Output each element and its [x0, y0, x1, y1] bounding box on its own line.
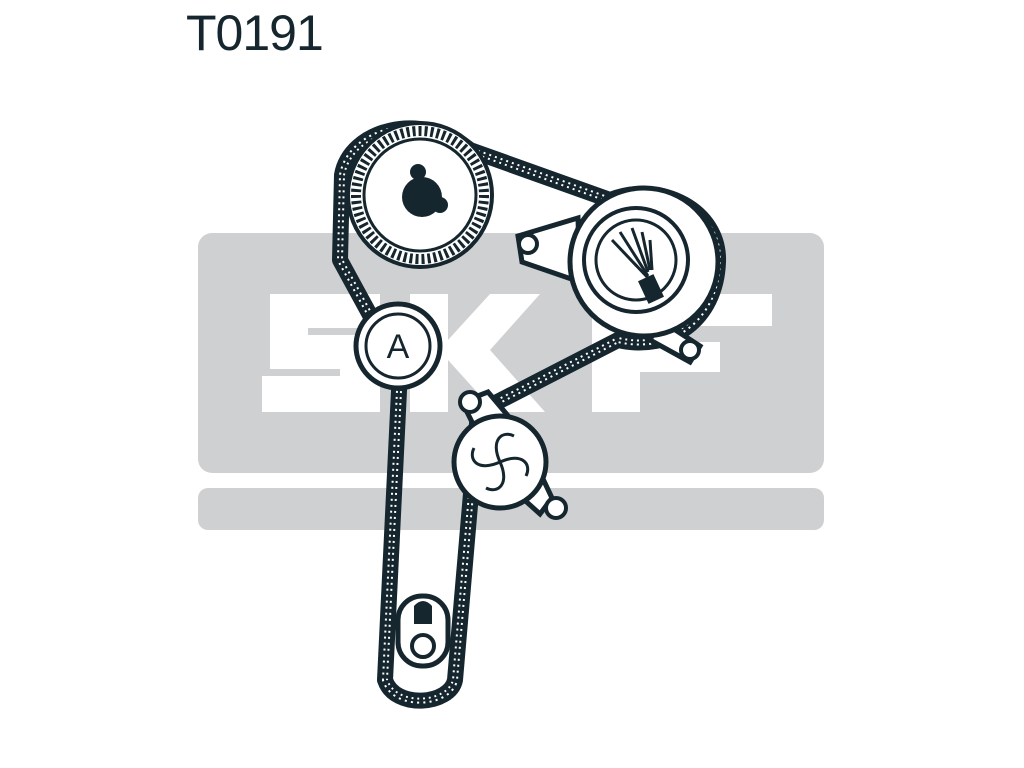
crankshaft-sprocket — [395, 593, 451, 669]
tensioner-pulley — [515, 185, 721, 366]
water-pump-pulley — [451, 389, 568, 520]
part-number-title: T0191 — [186, 5, 324, 61]
tension-indicator-icon — [610, 227, 664, 304]
idler-pulley-a: A — [353, 301, 443, 391]
camshaft-sprocket — [346, 121, 494, 269]
idler-pulley-label: A — [387, 328, 410, 366]
water-pump-impeller-icon — [470, 432, 530, 492]
camshaft-hub-icon — [402, 177, 442, 217]
